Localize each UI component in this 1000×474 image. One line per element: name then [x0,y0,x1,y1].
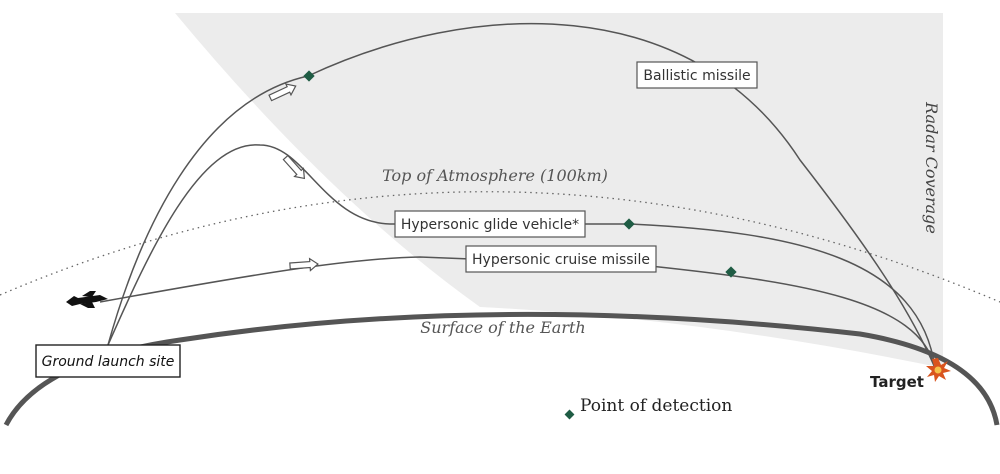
glide-label-box [394,210,586,238]
launch-site-box [35,344,181,378]
ballistic-label: Ballistic missile [643,68,750,84]
ballistic-label-box [636,61,758,89]
fighter-jet-icon [66,291,108,308]
explosion-icon [926,358,951,382]
glide-label: Hypersonic glide vehicle* [401,217,579,233]
glide-arrow-icon [282,154,306,180]
legend-detection-marker [564,409,575,420]
cruise-arrow-icon [289,257,319,272]
surface-label: Surface of the Earth [420,318,585,337]
cruise-label: Hypersonic cruise missile [472,252,650,268]
cruise-label-box [465,245,657,273]
ballistic-arrow-icon [268,83,297,102]
cruise-detection-point [725,266,737,278]
radar-label: Radar Coverage [922,101,941,234]
ballistic-trajectory [107,22,936,369]
atmosphere-label: Top of Atmosphere (100km) [382,166,608,185]
glide-detection-point [623,218,635,230]
glide-trajectory [107,144,936,369]
launch-site-label: Ground launch site [42,354,175,370]
legend-detection-label: Point of detection [580,396,732,416]
target-label: Target [870,373,924,391]
